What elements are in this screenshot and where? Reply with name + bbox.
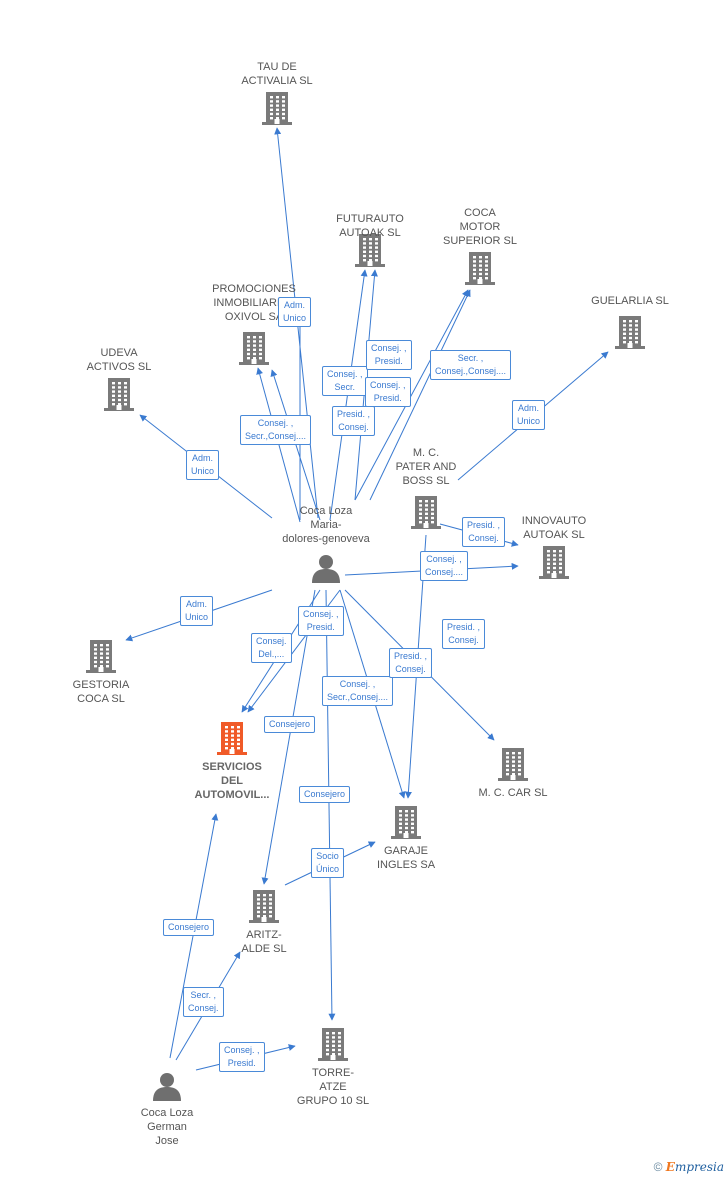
copyright-symbol: © [653,1160,663,1174]
building-icon[interactable] [498,747,528,786]
person-icon[interactable] [152,1071,182,1106]
building-icon[interactable] [391,805,421,844]
edge-label: Adm. Unico [186,450,220,480]
node-label: SERVICIOS DEL AUTOMOVIL... [194,761,270,801]
building-icon[interactable] [86,639,116,678]
building-icon[interactable] [615,315,645,354]
edge-label: Consej. , Presid. [219,1042,265,1072]
edge-label: Consejero [163,919,215,936]
building-icon[interactable] [262,91,292,130]
building-icon[interactable] [104,377,134,416]
edge-label: Socio Único [311,848,345,878]
building-icon[interactable] [239,331,269,370]
edge-label: Consejero [299,786,351,803]
building-icon[interactable] [318,1027,348,1066]
edge-maria-torre [325,589,336,1021]
edge-label: Presid. , Consej. [389,648,433,678]
building-icon[interactable] [411,495,441,534]
edge-label: Secr. , Consej.,Consej.... [430,350,512,380]
edge-label: Secr. , Consej. [183,987,224,1017]
edge-label: Consej. , Secr.,Consej.... [240,415,312,445]
node-label: M. C. PATER AND BOSS SL [395,447,457,487]
building-icon[interactable] [249,889,279,928]
edge-label: Consejero [264,716,316,733]
edge-label: Adm. Unico [512,400,546,430]
credit: © Empresia [654,1160,724,1174]
edge-maria-cocamotor [354,289,469,501]
edge-label: Consej. , Presid. [365,377,411,407]
edge-label: Consej. , Consej.... [420,551,469,581]
building-icon[interactable] [355,233,385,272]
node-label: GUELARLIA SL [591,295,669,307]
edge-maria-promociones [270,369,321,521]
node-label: TAU DE ACTIVALIA SL [241,61,313,87]
brand-logo: Empresia [665,1160,724,1174]
node-label: FUTURAUTO AUTOAK SL [336,213,404,239]
edge-label: Presid. , Consej. [462,517,506,547]
node-label: GESTORIA COCA SL [72,679,130,705]
node-label: TORRE- ATZE GRUPO 10 SL [296,1067,370,1107]
edge-german-servicios [169,813,219,1059]
edge-label: Adm. Unico [278,297,312,327]
node-label: Coca Loza Maria- dolores-genoveva [282,505,370,545]
edge-label: Consej. , Secr. [322,366,368,396]
node-label: INNOVAUTO AUTOAK SL [521,515,587,541]
node-label: Coca Loza German Jose [140,1107,194,1147]
building-icon[interactable] [539,545,569,584]
node-label: PROMOCIONES INMOBILIARIAS OXIVOL SA [212,283,296,323]
node-label: COCA MOTOR SUPERIOR SL [443,207,517,247]
building-icon[interactable] [465,251,495,290]
edge-label: Consej. , Presid. [366,340,412,370]
node-label: GARAJE INGLES SA [376,845,436,871]
node-label: ARITZ- ALDE SL [241,929,287,955]
edge-label: Adm. Unico [180,596,214,626]
edge-label: Consej. Del.,... [251,633,292,663]
person-icon[interactable] [311,553,341,588]
edge-label: Presid. , Consej. [442,619,486,649]
edge-maria-aritz [261,589,316,885]
edge-maria-promociones [256,367,301,523]
edge-label: Presid. , Consej. [332,406,376,436]
edge-label: Consej. , Secr.,Consej.... [322,676,394,706]
edge-label: Consej. , Presid. [298,606,344,636]
node-label: UDEVA ACTIVOS SL [86,347,152,373]
edge-maria-cocamotor [369,289,471,501]
building-icon[interactable] [217,721,247,760]
node-label: M. C. CAR SL [478,787,548,799]
